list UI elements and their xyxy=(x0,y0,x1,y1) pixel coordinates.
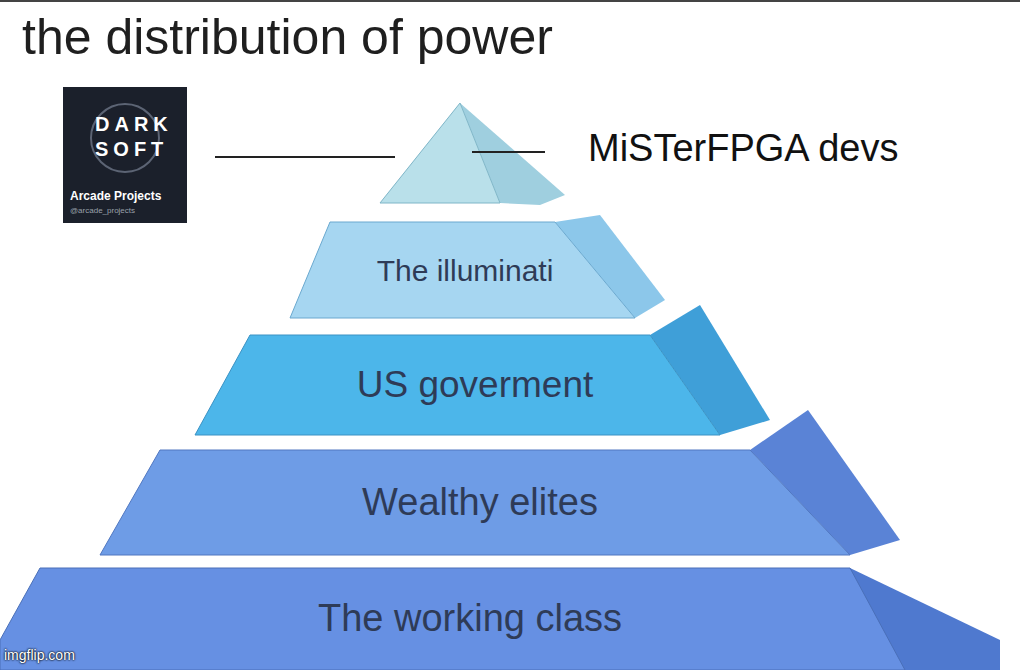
leader-line xyxy=(472,151,545,153)
logo-caption: Arcade Projects xyxy=(70,190,161,203)
pyramid-band: Wealthy elites xyxy=(160,456,800,550)
band-face xyxy=(100,450,850,555)
pyramid-band: US goverment xyxy=(250,340,700,430)
pyramid-band: The working class xyxy=(60,574,880,664)
top-rule xyxy=(0,0,1020,2)
band-label: US goverment xyxy=(357,365,594,406)
logo-text: SOFT xyxy=(95,138,168,160)
callout-label: MiSTerFPGA devs xyxy=(588,128,898,170)
logo-text: DARK xyxy=(95,113,173,135)
pyramid-band: The illuminati xyxy=(320,228,610,312)
title: the distribution of power xyxy=(22,10,553,65)
band-face xyxy=(290,222,635,318)
logo-handle: @arcade_projects xyxy=(70,207,135,216)
watermark: imgflip.com xyxy=(4,648,75,663)
band-label: Wealthy elites xyxy=(362,482,598,524)
band-label: The working class xyxy=(318,598,622,640)
logo-badge xyxy=(63,87,187,223)
leader-line xyxy=(215,156,395,158)
band-label: The illuminati xyxy=(377,254,554,287)
band-face xyxy=(195,335,720,435)
band-face xyxy=(0,568,905,670)
